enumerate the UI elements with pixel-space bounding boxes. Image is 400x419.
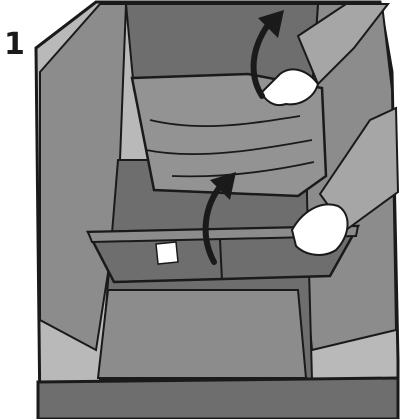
base-bar xyxy=(38,378,398,419)
drawer-tag xyxy=(156,242,178,264)
bottom-panel xyxy=(98,290,306,378)
